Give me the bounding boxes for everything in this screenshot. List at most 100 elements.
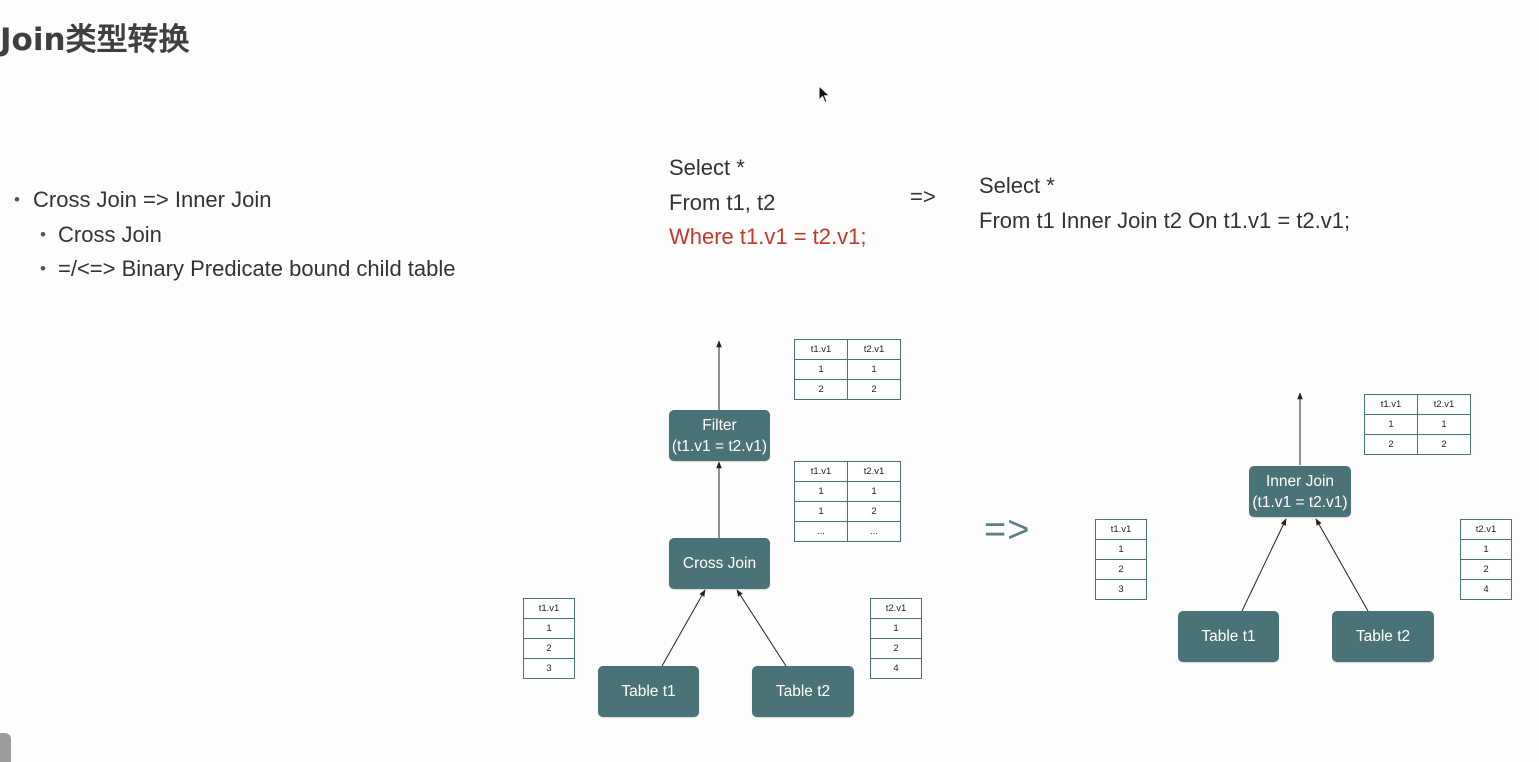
right-table-t1-node-label: Table t1 xyxy=(1201,628,1256,645)
table-header-cell: t1.v1 xyxy=(794,339,848,360)
side-panel-handle[interactable] xyxy=(0,733,11,762)
table-cell: 2 xyxy=(1417,434,1471,455)
table-t2-node-label: Table t2 xyxy=(775,683,831,700)
t1-data-table: t1.v1 1 2 3 xyxy=(523,598,575,679)
table-header-row: t1.v1 t2.v1 xyxy=(794,339,901,360)
bullet-list: Cross Join => Inner Join Cross Join =/<=… xyxy=(14,186,456,290)
table-cell: 1 xyxy=(794,481,848,502)
table-row: 3 xyxy=(523,658,575,679)
table-cell: 1 xyxy=(1417,414,1471,435)
filter-output-table: t1.v1 t2.v1 1 1 2 2 xyxy=(794,339,901,400)
sql-transform-arrow: => xyxy=(910,184,936,209)
table-cell: 2 xyxy=(847,501,901,522)
slide-title: Join类型转换 xyxy=(0,22,190,58)
table-cell: 1 xyxy=(1095,539,1147,560)
table-cell: 2 xyxy=(870,638,922,659)
table-cell: 1 xyxy=(794,359,848,380)
table-cell: 4 xyxy=(870,658,922,679)
table-cell: 4 xyxy=(1460,579,1512,600)
table-cell: 2 xyxy=(794,379,848,400)
table-row: 2 xyxy=(1460,559,1512,580)
table-header-cell: t1.v1 xyxy=(1095,519,1147,540)
table-row: 1 xyxy=(870,618,922,639)
table-header-cell: t2.v1 xyxy=(847,461,901,482)
plan-transform-arrow: => xyxy=(984,509,1031,551)
table-cell: 1 xyxy=(1460,539,1512,560)
table-cell: 1 xyxy=(870,618,922,639)
table-t1-node: Table t1 xyxy=(598,666,699,717)
table-row: 4 xyxy=(1460,579,1512,600)
table-cell: 2 xyxy=(1095,559,1147,580)
table-header-cell: t1.v1 xyxy=(1364,394,1418,415)
table-header-row: t1.v1 xyxy=(1095,519,1147,540)
filter-node-label: Filter xyxy=(702,416,737,434)
sql-where-clause: Where t1.v1 = t2.v1; xyxy=(669,224,867,249)
edge-t2-crossjoin xyxy=(736,589,787,667)
right-table-t2-node-label: Table t2 xyxy=(1355,628,1411,645)
table-row: 1 2 xyxy=(794,501,901,522)
cross-join-node-label: Cross Join xyxy=(682,555,757,572)
cross-join-node: Cross Join xyxy=(669,538,770,589)
table-row: 1 1 xyxy=(794,359,901,380)
inner-join-node-predicate: (t1.v1 = t2.v1) xyxy=(1252,493,1348,511)
table-header-cell: t2.v1 xyxy=(870,598,922,619)
edge-t2-innerjoin xyxy=(1315,518,1369,612)
table-row: 2 xyxy=(523,638,575,659)
sql-after-line: From t1 Inner Join t2 On t1.v1 = t2.v1; xyxy=(979,207,1351,233)
table-row: 1 xyxy=(523,618,575,639)
table-header-row: t1.v1 xyxy=(523,598,575,619)
table-header-cell: t1.v1 xyxy=(794,461,848,482)
table-row: 2 xyxy=(870,638,922,659)
table-row: 1 xyxy=(1460,539,1512,560)
bullet-subitem: =/<=> Binary Predicate bound child table xyxy=(14,255,456,290)
table-cell: ... xyxy=(847,521,901,542)
table-cell: 1 xyxy=(523,618,575,639)
edge-t1-innerjoin xyxy=(1241,518,1287,612)
inner-join-node-label: Inner Join xyxy=(1265,472,1335,490)
bullet-subitem: Cross Join xyxy=(14,221,456,256)
cross-join-output-table: t1.v1 t2.v1 1 1 1 2 ... ... xyxy=(794,461,901,542)
bullet-item: Cross Join => Inner Join xyxy=(14,186,456,221)
table-cell: 1 xyxy=(847,359,901,380)
table-header-row: t1.v1 t2.v1 xyxy=(1364,394,1471,415)
sql-before-line: Select * xyxy=(669,155,745,180)
sql-after-line: Select * xyxy=(979,173,1055,198)
sql-before: Select * From t1, t2 Where t1.v1 = t2.v1… xyxy=(669,151,866,255)
right-t1-data-table: t1.v1 1 2 3 xyxy=(1095,519,1147,600)
right-table-t2-node: Table t2 xyxy=(1332,611,1434,662)
filter-node: Filter (t1.v1 = t2.v1) xyxy=(669,410,770,461)
edge-t1-crossjoin xyxy=(661,589,706,667)
table-header-row: t1.v1 t2.v1 xyxy=(794,461,901,482)
table-row: 1 xyxy=(1095,539,1147,560)
table-header-row: t2.v1 xyxy=(870,598,922,619)
table-header-cell: t2.v1 xyxy=(1460,519,1512,540)
table-cell: 3 xyxy=(1095,579,1147,600)
table-cell: 3 xyxy=(523,658,575,679)
table-row: 2 2 xyxy=(1364,434,1471,455)
table-header-cell: t2.v1 xyxy=(1417,394,1471,415)
table-t2-node: Table t2 xyxy=(752,666,854,717)
table-row: 1 1 xyxy=(1364,414,1471,435)
table-row: 2 2 xyxy=(794,379,901,400)
table-cell: 1 xyxy=(847,481,901,502)
table-header-row: t2.v1 xyxy=(1460,519,1512,540)
table-row: 4 xyxy=(870,658,922,679)
table-cell: 2 xyxy=(1364,434,1418,455)
table-cell: 2 xyxy=(523,638,575,659)
table-t1-node-label: Table t1 xyxy=(621,683,676,700)
table-header-cell: t2.v1 xyxy=(847,339,901,360)
table-row: 1 1 xyxy=(794,481,901,502)
table-cell: 1 xyxy=(1364,414,1418,435)
inner-join-node: Inner Join (t1.v1 = t2.v1) xyxy=(1249,466,1351,517)
filter-node-predicate: (t1.v1 = t2.v1) xyxy=(671,437,768,455)
sql-before-line: From t1, t2 xyxy=(669,189,776,215)
t2-data-table: t2.v1 1 2 4 xyxy=(870,598,922,679)
table-row: 2 xyxy=(1095,559,1147,580)
table-cell: ... xyxy=(794,521,848,542)
sql-after: Select * From t1 Inner Join t2 On t1.v1 … xyxy=(979,169,1350,238)
table-cell: 1 xyxy=(794,501,848,522)
mouse-cursor-icon xyxy=(818,85,831,104)
table-row: ... ... xyxy=(794,521,901,542)
right-t2-data-table: t2.v1 1 2 4 xyxy=(1460,519,1512,600)
